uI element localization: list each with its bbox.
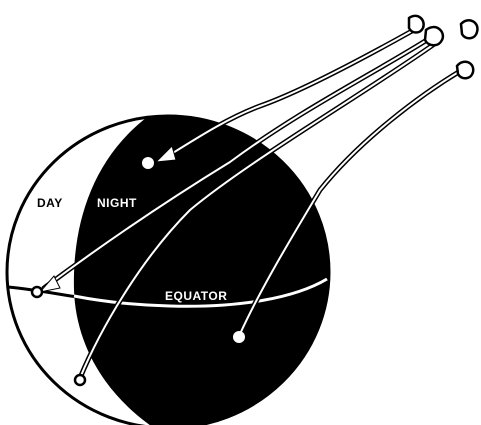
day-label: DAY (37, 197, 63, 209)
meteoroid-3 (461, 20, 477, 38)
impact-point-night-lower (233, 331, 245, 343)
meteoroid-4 (457, 62, 473, 79)
meteoroid-2 (425, 27, 443, 45)
impact-point-day-lower (75, 375, 85, 385)
meteoroid-1 (409, 16, 424, 33)
night-label: NIGHT (97, 197, 137, 209)
impact-point-terminator (32, 287, 42, 297)
impact-point-night-upper (142, 157, 154, 169)
equator-label: EQUATOR (165, 290, 227, 302)
